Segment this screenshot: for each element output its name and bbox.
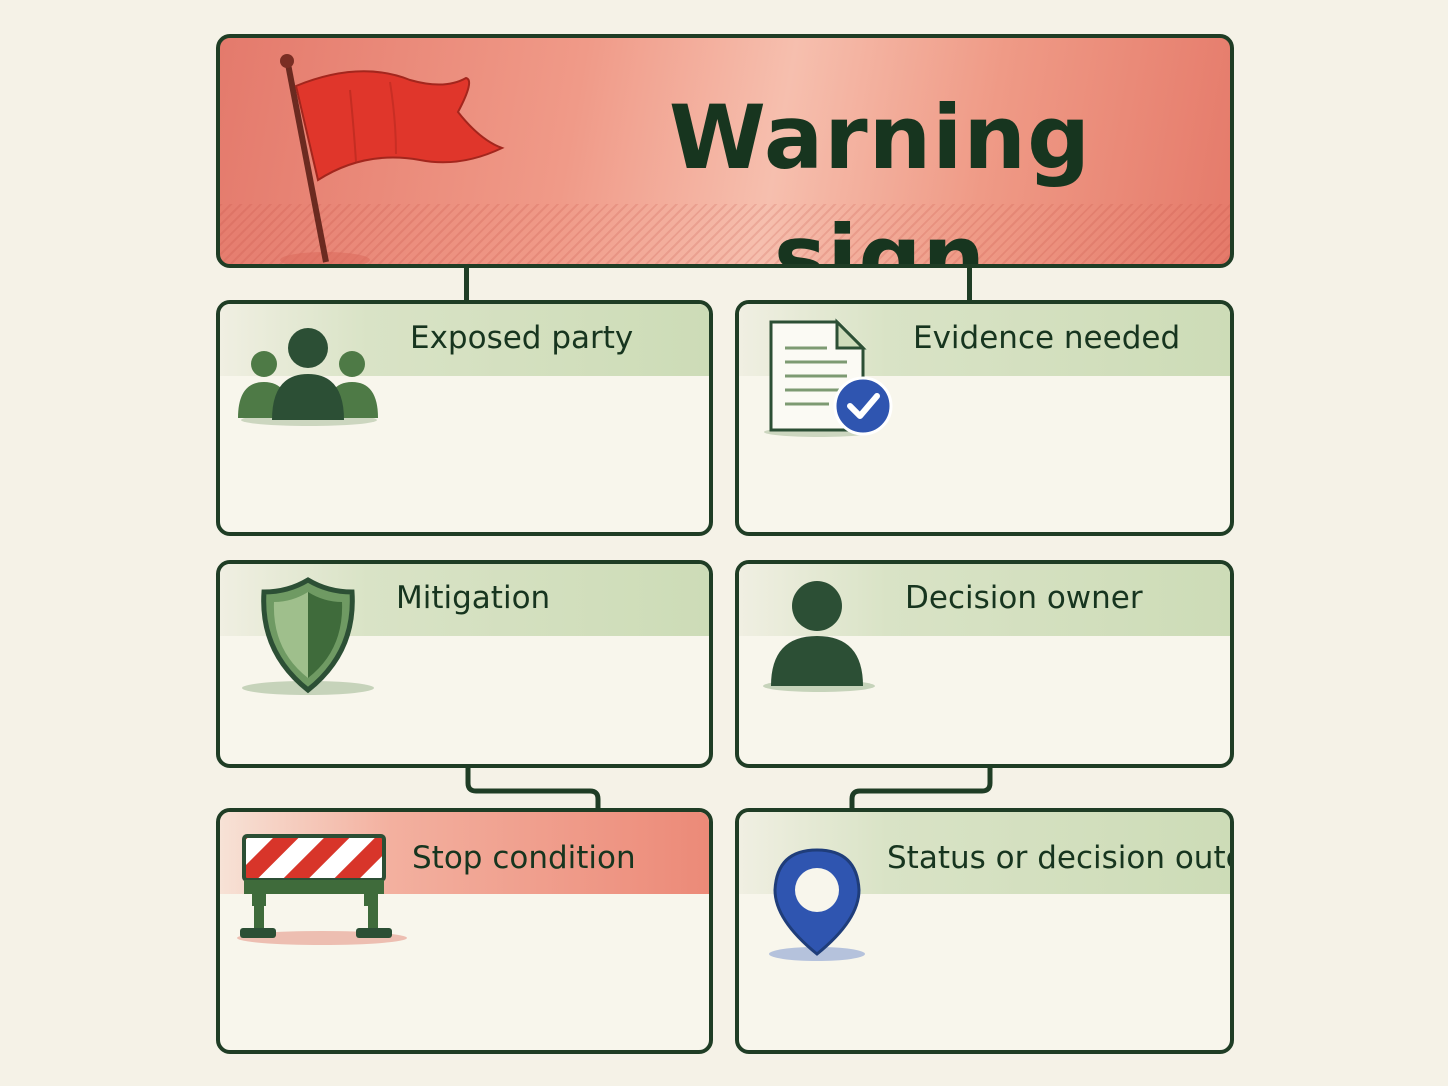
card-evidence-needed: Evidence needed xyxy=(735,300,1234,536)
card-label: Status or decision outcome xyxy=(887,840,1230,876)
connector-header-right xyxy=(967,266,972,304)
card-stop-condition: Stop condition xyxy=(216,808,713,1054)
barrier-icon xyxy=(237,834,407,945)
page-title: Warning sign xyxy=(668,86,1092,268)
connector-mitigation-stop xyxy=(465,765,601,813)
document-check-icon xyxy=(764,318,893,437)
person-icon xyxy=(763,581,875,692)
card-label: Mitigation xyxy=(396,580,551,616)
people-group-icon xyxy=(238,328,378,426)
card-label: Stop condition xyxy=(412,840,636,876)
card-label: Exposed party xyxy=(410,320,634,356)
header-hatch-shading xyxy=(220,204,1230,264)
card-label: Evidence needed xyxy=(913,320,1181,356)
card-mitigation: Mitigation xyxy=(216,560,713,768)
card-exposed-party: Exposed party xyxy=(216,300,713,536)
warning-sign-header: Warning sign xyxy=(216,34,1234,268)
location-pin-icon xyxy=(769,848,865,961)
red-flag-icon xyxy=(280,54,505,264)
card-decision-owner: Decision owner xyxy=(735,560,1234,768)
card-status-outcome: Status or decision outcome xyxy=(735,808,1234,1054)
shield-icon xyxy=(242,577,374,695)
card-label: Decision owner xyxy=(905,580,1143,616)
connector-header-left xyxy=(464,266,469,304)
connector-owner-status xyxy=(849,765,993,813)
